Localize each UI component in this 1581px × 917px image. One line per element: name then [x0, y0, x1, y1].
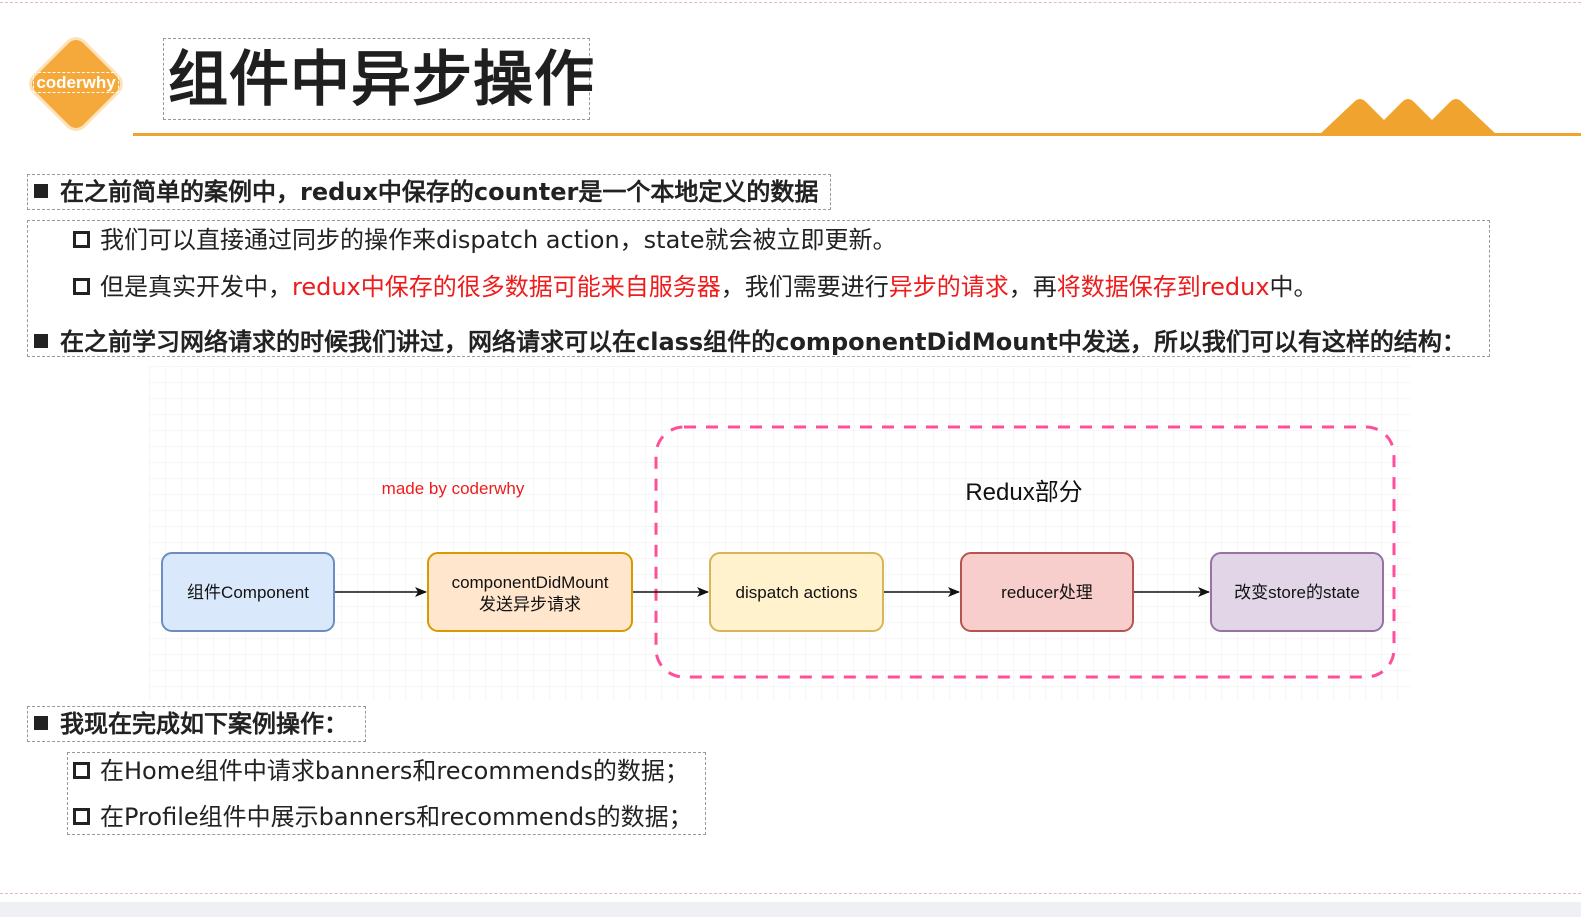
redux-group-border: [654, 425, 1396, 679]
flow-node-2-label-1: componentDidMount: [452, 573, 609, 592]
bullet3-sub1-text: 在Home组件中请求banners和recommends的数据；: [100, 757, 689, 785]
flow-diagram: Redux部分 made by coderwhy 组件Component comp…: [149, 366, 1411, 700]
bullet3-box: [27, 706, 366, 742]
bullet3-sub2-text: 在Profile组件中展示banners和recommends的数据；: [100, 803, 693, 831]
bullet3-sub-box: [67, 752, 706, 835]
bullet3-sub2: 在Profile组件中展示banners和recommends的数据；: [73, 802, 693, 832]
flow-node-4-label-1: reducer处理: [1001, 583, 1093, 602]
hollow-square-icon: [73, 807, 90, 825]
bullet1-sub2-text-c: ，再: [1008, 273, 1057, 301]
flow-node-2-label-2: 发送异步请求: [479, 595, 581, 614]
flow-node-4-box: [960, 552, 1134, 632]
bullet1-sub2-text-d: 中。: [1269, 273, 1318, 301]
bullet1-sub-box: [27, 220, 1490, 357]
bullet2: 在之前学习网络请求的时候我们讲过，网络请求可以在class组件的componen…: [34, 327, 1466, 357]
bullet2-text: 在之前学习网络请求的时候我们讲过，网络请求可以在class组件的componen…: [60, 328, 1466, 356]
logo-text: coderwhy: [33, 72, 119, 93]
flow-node-5-label-1: 改变store的state: [1234, 583, 1360, 602]
grid-background: [149, 366, 1411, 700]
bullet1-sub2-text-b: ，我们需要进行: [720, 273, 889, 301]
bottom-band: [0, 902, 1581, 917]
flow-node-1-label-1: 组件Component: [187, 583, 309, 602]
bullet1-text: 在之前简单的案例中，redux中保存的counter是一个本地定义的数据: [60, 178, 819, 206]
flow-node-3-box: [709, 552, 884, 632]
hollow-square-icon: [73, 230, 90, 248]
top-divider: [0, 2, 1581, 3]
bullet3-sub1: 在Home组件中请求banners和recommends的数据；: [73, 756, 689, 786]
hollow-square-icon: [73, 277, 90, 295]
flow-node-1-box: [161, 552, 335, 632]
flow-node-2-box: [427, 552, 633, 632]
filled-square-icon: [34, 716, 48, 730]
bullet1-sub1-text: 我们可以直接通过同步的操作来dispatch action，state就会被立即…: [100, 226, 897, 254]
bullet1-sub1: 我们可以直接通过同步的操作来dispatch action，state就会被立即…: [73, 225, 896, 255]
filled-square-icon: [34, 334, 48, 348]
bullet1-sub2-highlight-c: 将数据保存到redux: [1056, 273, 1270, 301]
hollow-square-icon: [73, 761, 90, 779]
bullet1-sub2-highlight-a: redux中保存的很多数据可能来自服务器: [292, 273, 721, 301]
bullet3: 我现在完成如下案例操作：: [34, 709, 348, 739]
flow-node-3-label-1: dispatch actions: [736, 583, 858, 602]
title-box: 组件中异步操作: [163, 38, 594, 120]
mountains-decoration: [1318, 99, 1498, 136]
bullet1-sub2: 但是真实开发中，redux中保存的很多数据可能来自服务器，我们需要进行异步的请求…: [73, 272, 1318, 302]
bullet1: 在之前简单的案例中，redux中保存的counter是一个本地定义的数据: [34, 177, 818, 207]
bullet1-sub2-text-a: 但是真实开发中，: [100, 273, 292, 301]
redux-group-label: Redux部分: [965, 479, 1082, 506]
flow-node-5-box: [1210, 552, 1384, 632]
bullet1-box: [27, 174, 831, 210]
coderwhy-logo: coderwhy: [27, 35, 125, 133]
title-underline: [133, 133, 1581, 136]
page-title: 组件中异步操作: [168, 45, 595, 115]
watermark-label: made by coderwhy: [382, 479, 525, 498]
bottom-divider: [0, 893, 1581, 894]
bullet1-sub2-highlight-b: 异步的请求: [888, 273, 1009, 301]
filled-square-icon: [34, 184, 48, 198]
bullet3-text: 我现在完成如下案例操作：: [60, 710, 348, 738]
